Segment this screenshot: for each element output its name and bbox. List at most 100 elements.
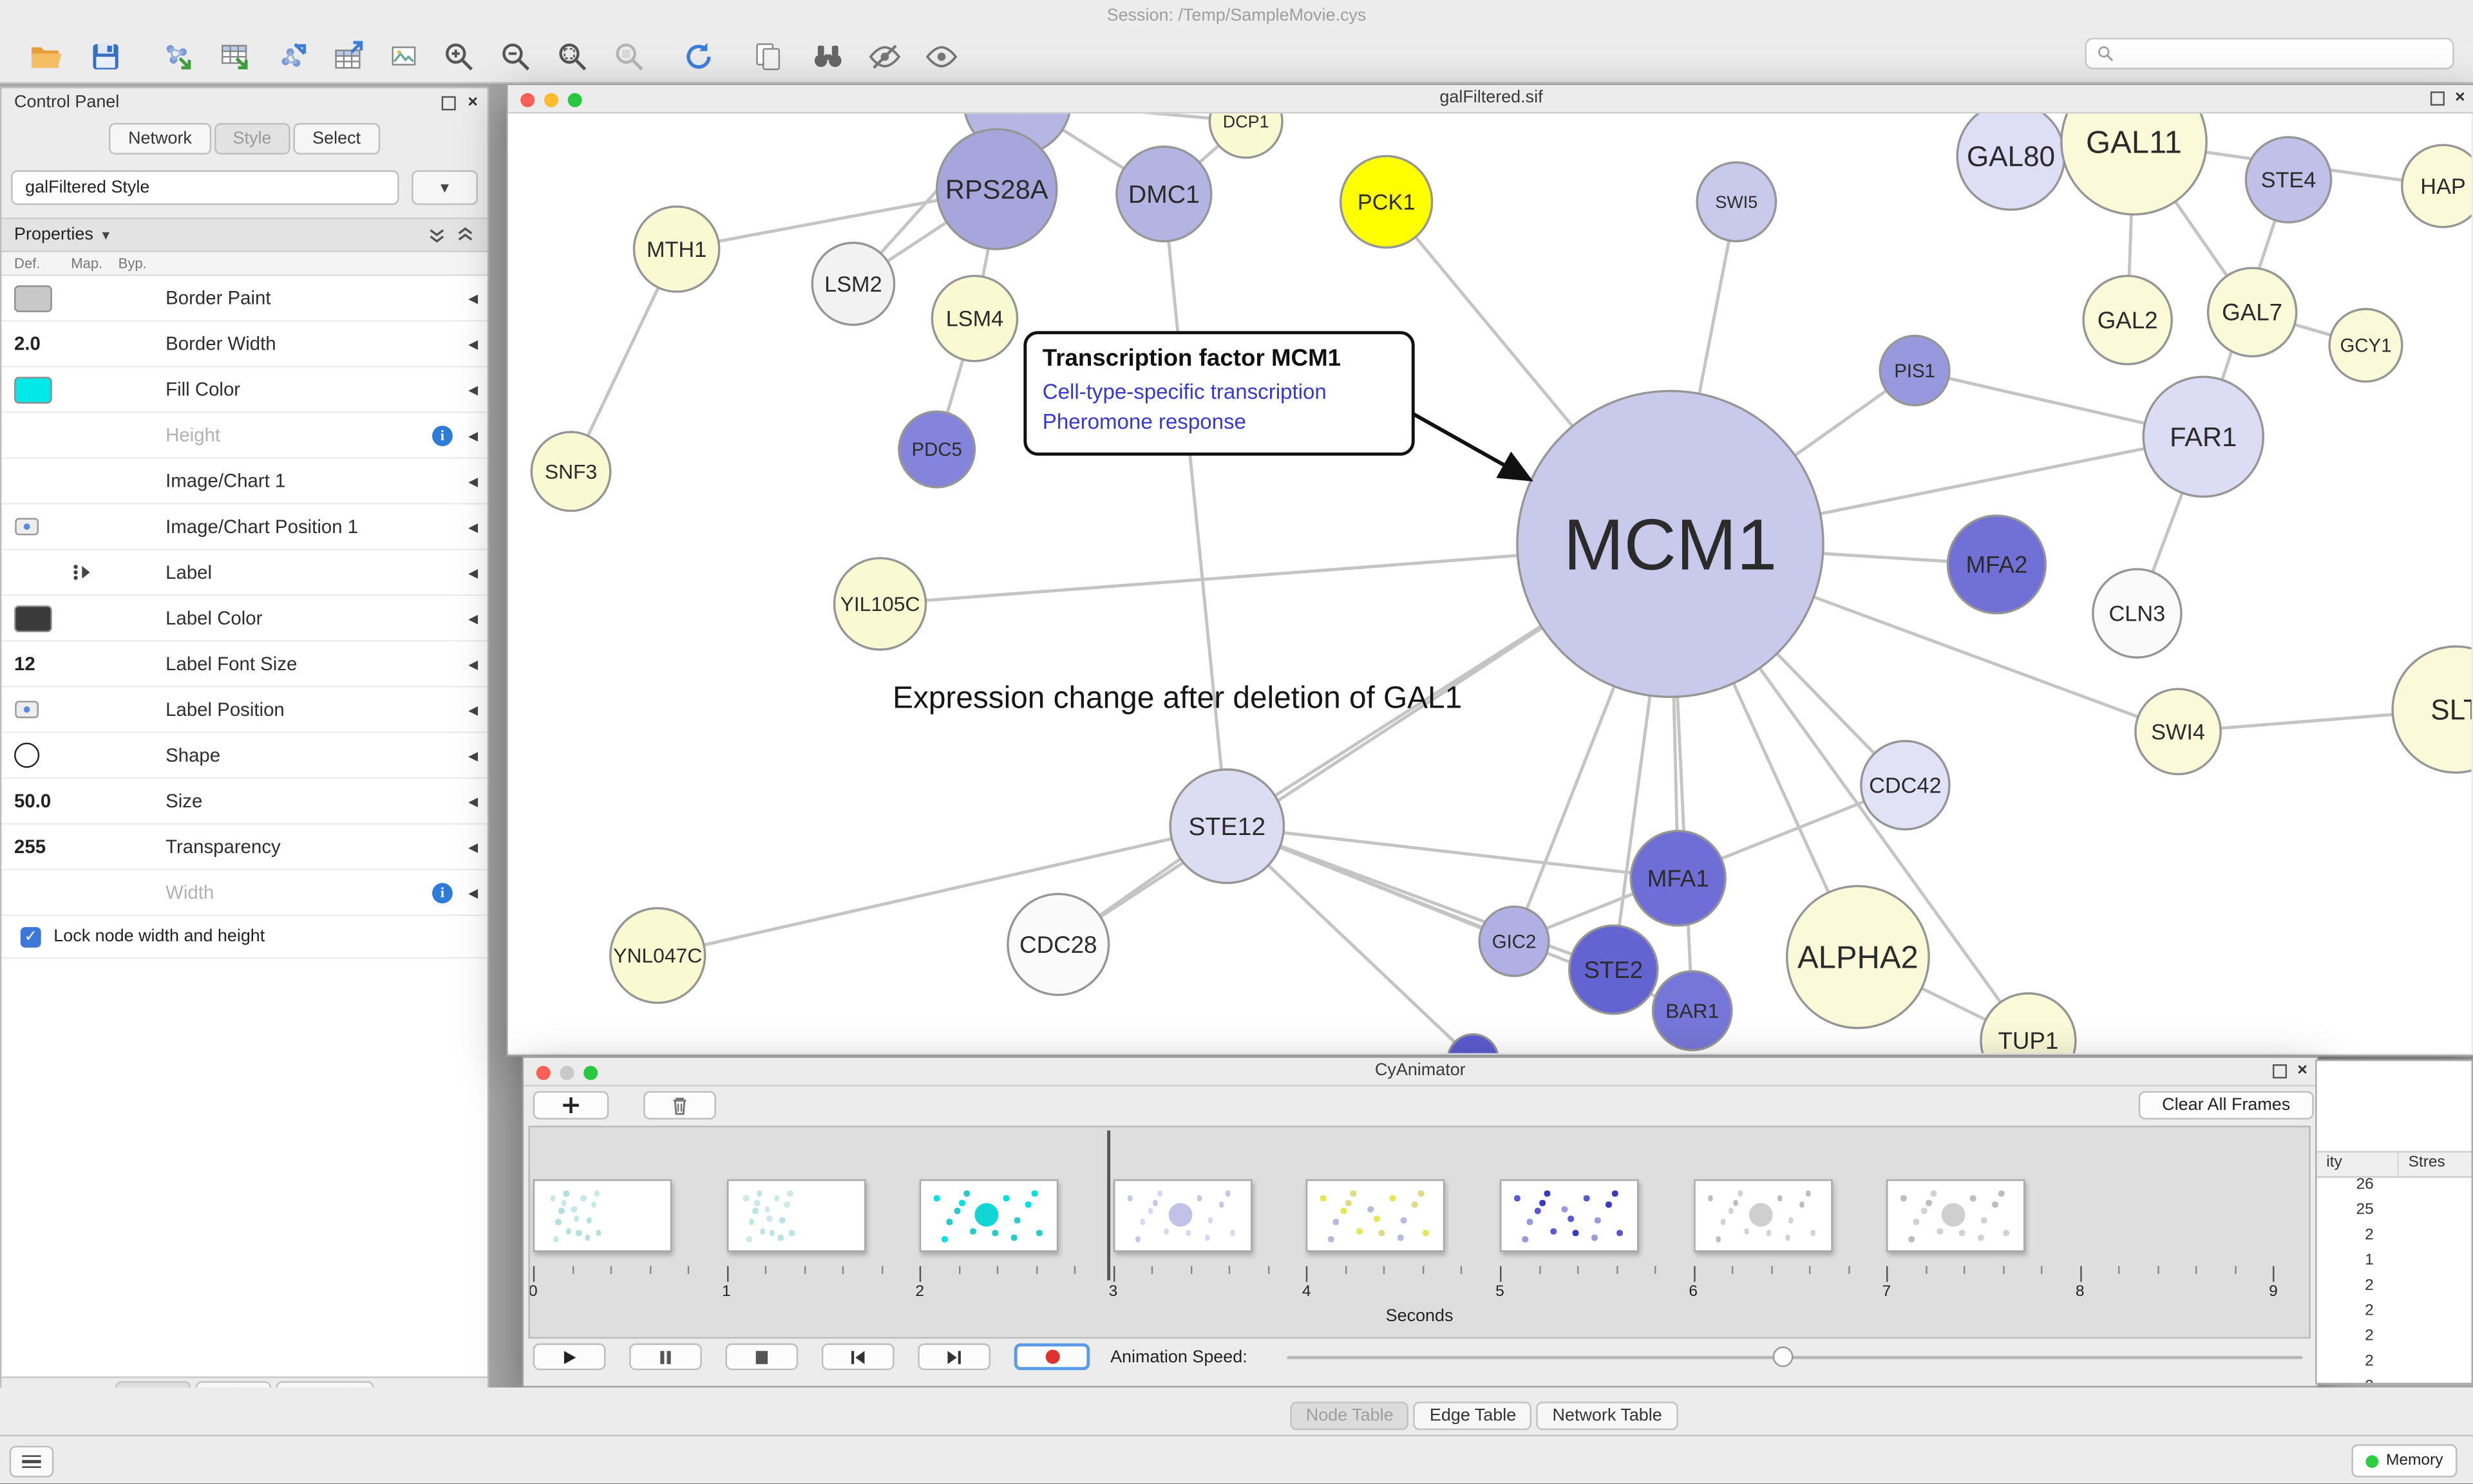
property-row-shape[interactable]: Shape◀ [1, 733, 488, 779]
refresh-view-icon[interactable] [678, 36, 719, 77]
node-GAL2[interactable] [2082, 274, 2173, 366]
property-row-border-paint[interactable]: Border Paint◀ [1, 276, 488, 322]
delete-frame-button[interactable] [643, 1091, 716, 1120]
expand-row-icon[interactable]: ◀ [468, 702, 478, 717]
node-DMC1[interactable] [1115, 146, 1213, 243]
expand-row-icon[interactable]: ◀ [468, 794, 478, 809]
table-row[interactable]: 2 [2317, 1353, 2472, 1378]
node-SLT[interactable] [2391, 645, 2472, 774]
close-view-icon[interactable]: × [2297, 1061, 2307, 1080]
float-panel-icon[interactable] [441, 95, 455, 110]
node-DCP1[interactable] [1208, 113, 1284, 159]
table-column-headers[interactable]: ity Stres [2317, 1151, 2472, 1178]
expand-row-icon[interactable]: ◀ [468, 748, 478, 763]
node-GAL11[interactable] [2060, 113, 2208, 216]
close-view-icon[interactable]: × [2454, 88, 2465, 108]
close-panel-icon[interactable]: × [468, 93, 478, 112]
expand-row-icon[interactable]: ◀ [468, 382, 478, 397]
node-SWI4[interactable] [2134, 688, 2222, 776]
node-CDC42[interactable] [1860, 740, 1951, 831]
import-table-icon[interactable] [214, 36, 256, 77]
memory-button[interactable]: Memory [2351, 1444, 2458, 1478]
table-row[interactable]: 1 [2317, 1252, 2472, 1277]
keyframe-thumbnail-3[interactable] [1113, 1179, 1252, 1252]
node-GCY1[interactable] [2328, 308, 2403, 383]
node-YNL047C[interactable] [609, 906, 706, 1004]
default-value[interactable]: 2.0 [14, 332, 41, 355]
node-RPS28A[interactable] [935, 128, 1058, 250]
keyframe-thumbnail-1[interactable] [726, 1179, 866, 1252]
properties-header[interactable]: Properties▼ [1, 217, 488, 252]
node-MTH1[interactable] [632, 205, 721, 293]
node-STE12[interactable] [1169, 768, 1285, 885]
edge-STE12-MFA1[interactable] [1227, 824, 1678, 880]
expand-row-icon[interactable]: ◀ [468, 427, 478, 442]
expand-row-icon[interactable]: ◀ [468, 885, 478, 900]
close-window-icon[interactable] [536, 1066, 551, 1080]
float-window-icon[interactable] [2271, 1063, 2286, 1078]
collapse-all-icon[interactable] [428, 225, 446, 244]
animation-speed-slider[interactable] [1287, 1346, 2303, 1367]
style-options-button[interactable]: ▼ [412, 170, 478, 205]
expand-row-icon[interactable]: ◀ [468, 840, 478, 854]
clear-all-frames-button[interactable]: Clear All Frames [2138, 1091, 2314, 1120]
open-session-icon[interactable] [25, 36, 66, 77]
lock-size-row[interactable]: ✓ Lock node width and height [1, 916, 488, 959]
tab-edge-table[interactable]: Edge Table [1414, 1402, 1532, 1431]
export-image-icon[interactable] [385, 36, 426, 77]
default-value[interactable]: 12 [14, 652, 35, 675]
default-swatch[interactable] [14, 285, 52, 312]
zoom-window-icon[interactable] [583, 1066, 598, 1080]
property-row-image-chart-1[interactable]: Image/Chart 1◀ [1, 458, 488, 505]
zoom-in-icon[interactable] [439, 36, 480, 77]
traffic-lights[interactable] [536, 1066, 598, 1080]
stop-button[interactable] [725, 1343, 799, 1371]
record-button[interactable] [1014, 1343, 1090, 1371]
tab-network[interactable]: Network [109, 123, 211, 155]
table-row[interactable]: 2 [2317, 1328, 2472, 1353]
property-row-image-chart-position-1[interactable]: Image/Chart Position 1◀ [1, 504, 488, 550]
style-selector[interactable]: galFiltered Style [11, 170, 399, 205]
node-PIS1[interactable] [1879, 334, 1951, 407]
node-STE4[interactable] [2244, 136, 2333, 224]
shape-circle-icon[interactable] [14, 742, 40, 768]
node-MFA2[interactable] [1946, 514, 2047, 615]
node-SNF3[interactable] [530, 431, 612, 512]
save-session-icon[interactable] [85, 36, 126, 77]
table-row[interactable]: 2 [2317, 1277, 2472, 1302]
import-network-icon[interactable] [158, 36, 199, 77]
tab-select[interactable]: Select [293, 123, 380, 155]
table-row[interactable]: 2 [2317, 1378, 2472, 1382]
expand-row-icon[interactable]: ◀ [468, 336, 478, 351]
table-row[interactable]: 2 [2317, 1226, 2472, 1252]
property-row-label-position[interactable]: Label Position◀ [1, 687, 488, 733]
node-GAL7[interactable] [2206, 267, 2298, 358]
tab-network-table[interactable]: Network Table [1537, 1402, 1678, 1431]
close-window-icon[interactable] [520, 93, 535, 108]
show-graphics-icon[interactable] [921, 36, 962, 77]
minimize-window-icon[interactable] [560, 1066, 574, 1080]
find-icon[interactable] [808, 36, 849, 77]
tab-style[interactable]: Style [214, 123, 290, 155]
node-YIL105C[interactable] [833, 557, 927, 651]
minimize-window-icon[interactable] [544, 93, 558, 108]
table-row[interactable]: 25 [2317, 1201, 2472, 1226]
edge-DMC1-STE12[interactable] [1162, 193, 1229, 827]
table-row[interactable]: 2 [2317, 1302, 2472, 1328]
info-icon[interactable]: i [432, 882, 453, 903]
node-ALPHA2[interactable] [1785, 885, 1930, 1029]
keyframe-thumbnail-6[interactable] [1693, 1179, 1832, 1252]
keyframe-thumbnail-2[interactable] [920, 1179, 1059, 1252]
playhead[interactable] [1107, 1130, 1110, 1281]
edge-n1-DCP1[interactable] [1018, 113, 1246, 124]
canvas-caption[interactable]: Expression change after deletion of GAL1 [893, 681, 1463, 716]
add-frame-button[interactable] [533, 1091, 609, 1120]
zoom-fit-icon[interactable] [552, 36, 593, 77]
property-row-label[interactable]: Label◀ [1, 550, 488, 596]
node-LSM2[interactable] [811, 241, 896, 326]
expand-all-icon[interactable] [456, 225, 475, 244]
